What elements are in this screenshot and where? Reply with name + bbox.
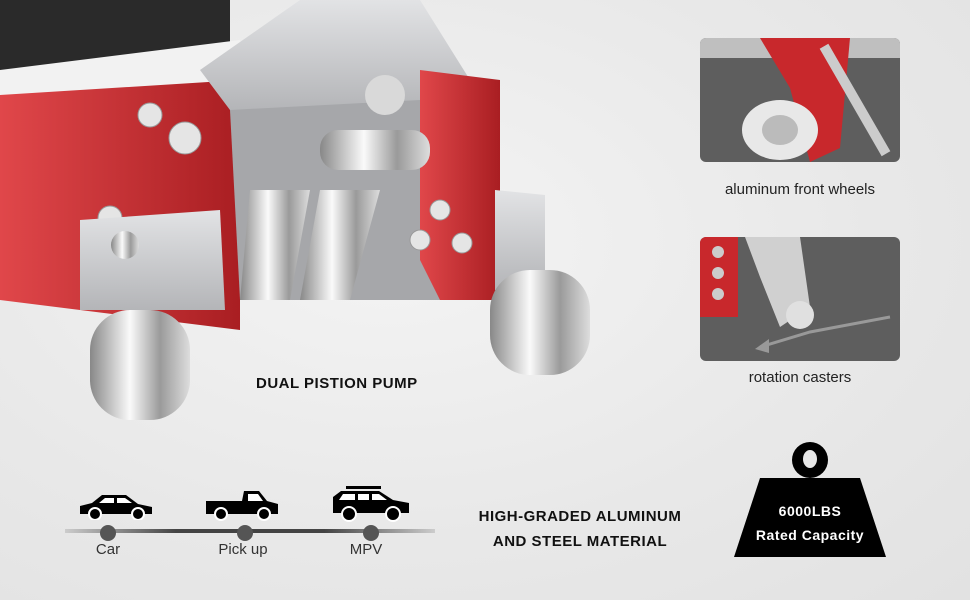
floor-jack-illustration xyxy=(0,0,590,420)
vehicle-label-car: Car xyxy=(95,541,121,558)
rotation-casters-caption: rotation casters xyxy=(748,369,852,386)
dual-piston-pump-label: DUAL PISTION PUMP xyxy=(256,375,418,392)
mpv-icon xyxy=(333,486,409,522)
mpv-marker-dot xyxy=(363,525,379,541)
sedan-icon xyxy=(80,495,152,520)
weight-icon xyxy=(734,442,886,557)
rotation-caster-photo xyxy=(700,237,900,361)
capacity-value: 6000LBS xyxy=(778,503,842,519)
vehicle-label-pickup: Pick up xyxy=(218,541,268,558)
material-line-1: HIGH-GRADED ALUMINUM xyxy=(478,508,682,525)
car-marker-dot xyxy=(100,525,116,541)
vehicle-label-mpv: MPV xyxy=(349,541,383,558)
front-wheels-caption: aluminum front wheels xyxy=(724,181,876,198)
material-text: HIGH-GRADED ALUMINUM AND STEEL MATERIAL xyxy=(455,504,705,554)
pickup-truck-icon xyxy=(206,491,278,521)
capacity-label: Rated Capacity xyxy=(755,527,865,543)
front-wheel-photo xyxy=(700,38,900,162)
material-line-2: AND STEEL MATERIAL xyxy=(492,533,668,550)
pickup-marker-dot xyxy=(237,525,253,541)
capacity-text: 6000LBS Rated Capacity xyxy=(735,499,885,547)
